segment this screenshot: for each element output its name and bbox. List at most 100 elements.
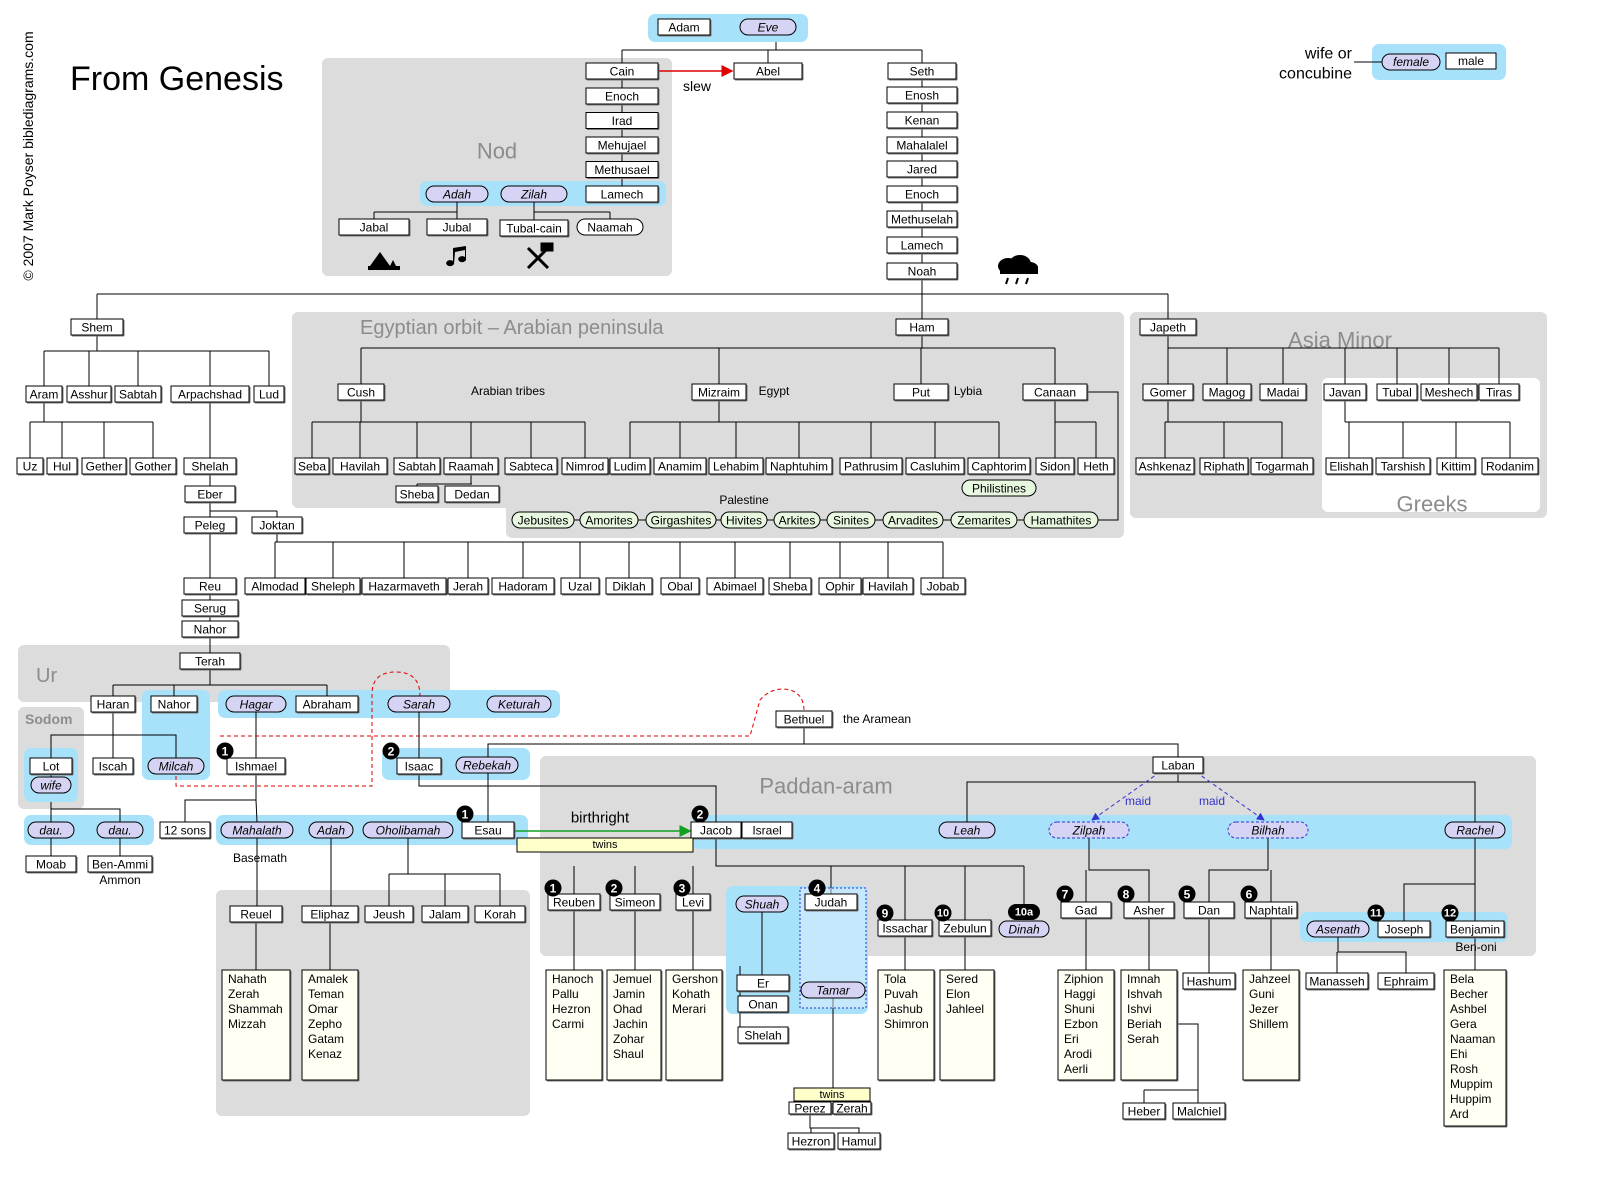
person-jabal-label: Jabal — [360, 221, 389, 235]
person-bilhah: Bilhah — [1227, 821, 1309, 839]
person-gother: Gother — [129, 457, 178, 476]
person-rebekah: Rebekah — [455, 756, 519, 774]
region-greeks-label: Greeks — [1397, 492, 1468, 517]
region-edom — [216, 890, 530, 1116]
son-name: Ashbel — [1450, 1002, 1487, 1016]
kinship-dashed-line — [220, 688, 805, 737]
person-noah-label: Noah — [908, 265, 937, 279]
birth-order-number: 2 — [697, 808, 704, 822]
person-seth: Seth — [887, 62, 958, 81]
person-raamah: Raamah — [443, 457, 500, 476]
son-name: Shuni — [1064, 1002, 1095, 1016]
person-asshur-label: Asshur — [70, 388, 107, 402]
person-pathrusim: Pathrusim — [839, 457, 904, 476]
person-abraham: Abraham — [295, 695, 360, 714]
person-uz: Uz — [16, 457, 45, 476]
person-hazarmaveth: Hazarmaveth — [361, 577, 448, 596]
birth-order-badge: 8 — [1117, 885, 1135, 903]
person-javan: Javan — [1323, 383, 1368, 402]
person-javan-label: Javan — [1329, 386, 1361, 400]
birth-order-badge: 9 — [876, 904, 894, 922]
person-shelah2: Shelah — [737, 1026, 790, 1045]
person-asher: Asher — [1123, 901, 1176, 920]
person-amorites: Amorites — [579, 511, 639, 529]
person-rebekah-label: Rebekah — [463, 759, 511, 773]
lineage-line — [1403, 883, 1475, 921]
person-ham-label: Ham — [909, 321, 934, 335]
person-canaan-label: Canaan — [1034, 386, 1076, 400]
son-name: Ishvah — [1127, 987, 1162, 1001]
birth-order-badge: 10a — [1008, 904, 1040, 920]
lineage-line — [1178, 781, 1476, 822]
person-hivites: Hivites — [720, 511, 768, 529]
person-ludim-label: Ludim — [614, 460, 647, 474]
son-name: Kenaz — [308, 1047, 342, 1061]
birth-order-badge: 1 — [216, 742, 234, 760]
legend-female-label: female — [1393, 55, 1429, 69]
person-eber-label: Eber — [197, 488, 222, 502]
person-mehujael: Mehujael — [585, 136, 660, 155]
person-ashkenaz: Ashkenaz — [1135, 457, 1196, 476]
person-heth: Heth — [1077, 457, 1116, 476]
lineage-line — [966, 773, 1179, 822]
person-dinah-label: Dinah — [1008, 923, 1040, 937]
person-tarshish-label: Tarshish — [1381, 460, 1426, 474]
person-methuselah-label: Methuselah — [891, 213, 953, 227]
person-jeush-label: Jeush — [373, 908, 405, 922]
person-jacob: Jacob — [690, 821, 743, 840]
person-peleg-label: Peleg — [195, 519, 226, 533]
person-kittim: Kittim — [1436, 457, 1477, 476]
person-naphtuhim: Naphtuhim — [765, 457, 834, 476]
person-obal: Obal — [660, 577, 701, 596]
son-name: Shaul — [613, 1047, 644, 1061]
person-hamathites-label: Hamathites — [1031, 514, 1092, 528]
person-arpachshad-label: Arpachshad — [178, 388, 242, 402]
person-lot-label: Lot — [43, 760, 60, 774]
person-lotwife: wife — [30, 776, 72, 794]
person-cush-label: Cush — [347, 386, 375, 400]
person-jeush: Jeush — [364, 905, 415, 924]
person-sabteca-label: Sabteca — [509, 460, 553, 474]
note-ammon: Ammon — [99, 873, 140, 887]
birth-order-number: 2 — [611, 882, 618, 896]
person-ephraim-label: Ephraim — [1384, 975, 1429, 989]
person-adam-label: Adam — [668, 21, 699, 35]
birth-order-number: 1 — [550, 882, 557, 896]
person-milcah-label: Milcah — [159, 760, 194, 774]
person-mizraim-label: Mizraim — [698, 386, 740, 400]
lineage-line — [255, 799, 258, 823]
legend-male-label: male — [1458, 54, 1484, 68]
person-israel-label: Israel — [752, 824, 781, 838]
person-rodanim-label: Rodanim — [1486, 460, 1534, 474]
person-sabtah1: Sabtah — [114, 385, 163, 404]
person-lud: Lud — [253, 385, 286, 404]
person-naphtuhim-label: Naphtuhim — [770, 460, 828, 474]
legend-female — [1381, 53, 1441, 71]
son-name: Omar — [308, 1002, 338, 1016]
person-ishmael: Ishmael — [226, 757, 287, 776]
person-leah: Leah — [938, 821, 996, 839]
tent-livestock-icon — [368, 252, 400, 270]
person-bethuel: Bethuel — [775, 710, 834, 729]
person-cain: Cain — [585, 62, 660, 81]
person-lamech1: Lamech — [585, 185, 660, 204]
person-lot: Lot — [29, 757, 74, 776]
person-milcah: Milcah — [147, 757, 205, 775]
person-magog-label: Magog — [1209, 386, 1246, 400]
person-girgashites: Girgashites — [645, 511, 717, 529]
person-abel: Abel — [733, 62, 804, 81]
person-simeon-label: Simeon — [615, 896, 656, 910]
person-tamar-label: Tamar — [816, 984, 851, 998]
person-elishah: Elishah — [1325, 457, 1374, 476]
person-raamah-label: Raamah — [448, 460, 493, 474]
person-mehujael-label: Mehujael — [598, 139, 647, 153]
person-anamim: Anamim — [653, 457, 708, 476]
person-naphtali: Naphtali — [1244, 901, 1299, 920]
person-joktan-label: Joktan — [259, 519, 294, 533]
son-name: Huppim — [1450, 1092, 1491, 1106]
person-judah: Judah — [804, 893, 859, 912]
person-casluhim-label: Casluhim — [910, 460, 960, 474]
person-hazarmaveth-label: Hazarmaveth — [368, 580, 439, 594]
person-cain-label: Cain — [610, 65, 635, 79]
